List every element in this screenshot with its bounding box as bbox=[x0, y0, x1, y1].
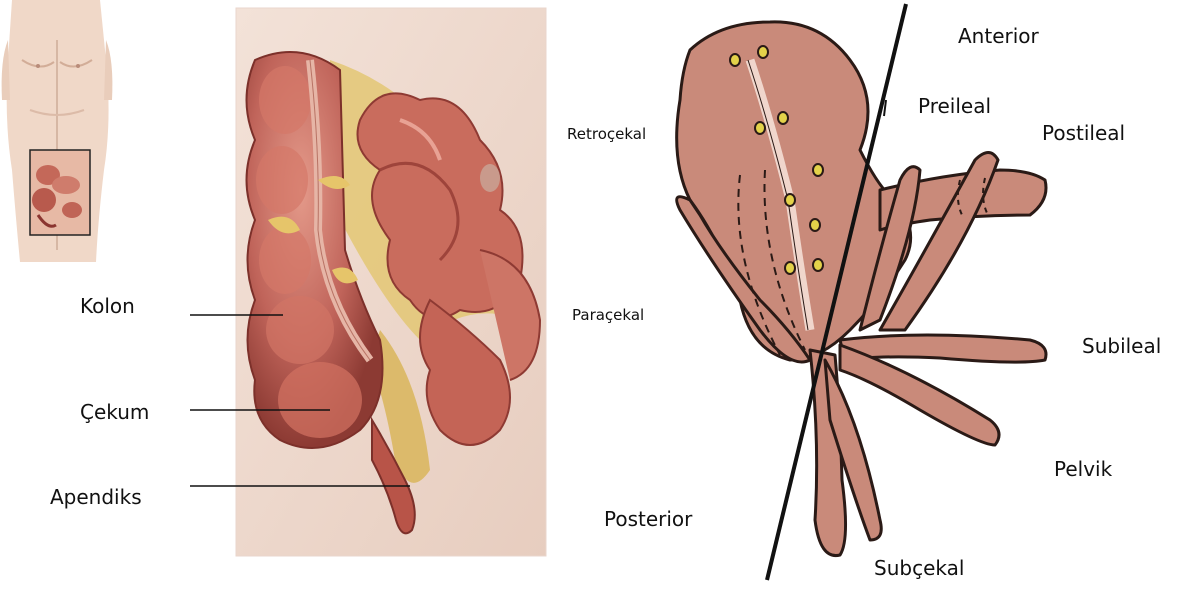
label-retrocekal: Retroçekal bbox=[567, 127, 646, 142]
label-paracekal: Paraçekal bbox=[572, 308, 644, 323]
label-preileal: Preileal bbox=[918, 96, 991, 116]
intestine-illustration bbox=[236, 8, 546, 556]
label-kolon: Kolon bbox=[80, 296, 135, 316]
torso-thumbnail bbox=[2, 0, 113, 262]
label-postileal: Postileal bbox=[1042, 123, 1125, 143]
label-subcekal: Subçekal bbox=[874, 558, 964, 578]
label-posterior: Posterior bbox=[604, 509, 692, 529]
label-apendiks: Apendiks bbox=[50, 487, 142, 507]
label-pelvik: Pelvik bbox=[1054, 459, 1112, 479]
label-subileal: Subileal bbox=[1082, 336, 1161, 356]
label-anterior: Anterior bbox=[958, 26, 1039, 46]
label-cekum: Çekum bbox=[80, 402, 149, 422]
